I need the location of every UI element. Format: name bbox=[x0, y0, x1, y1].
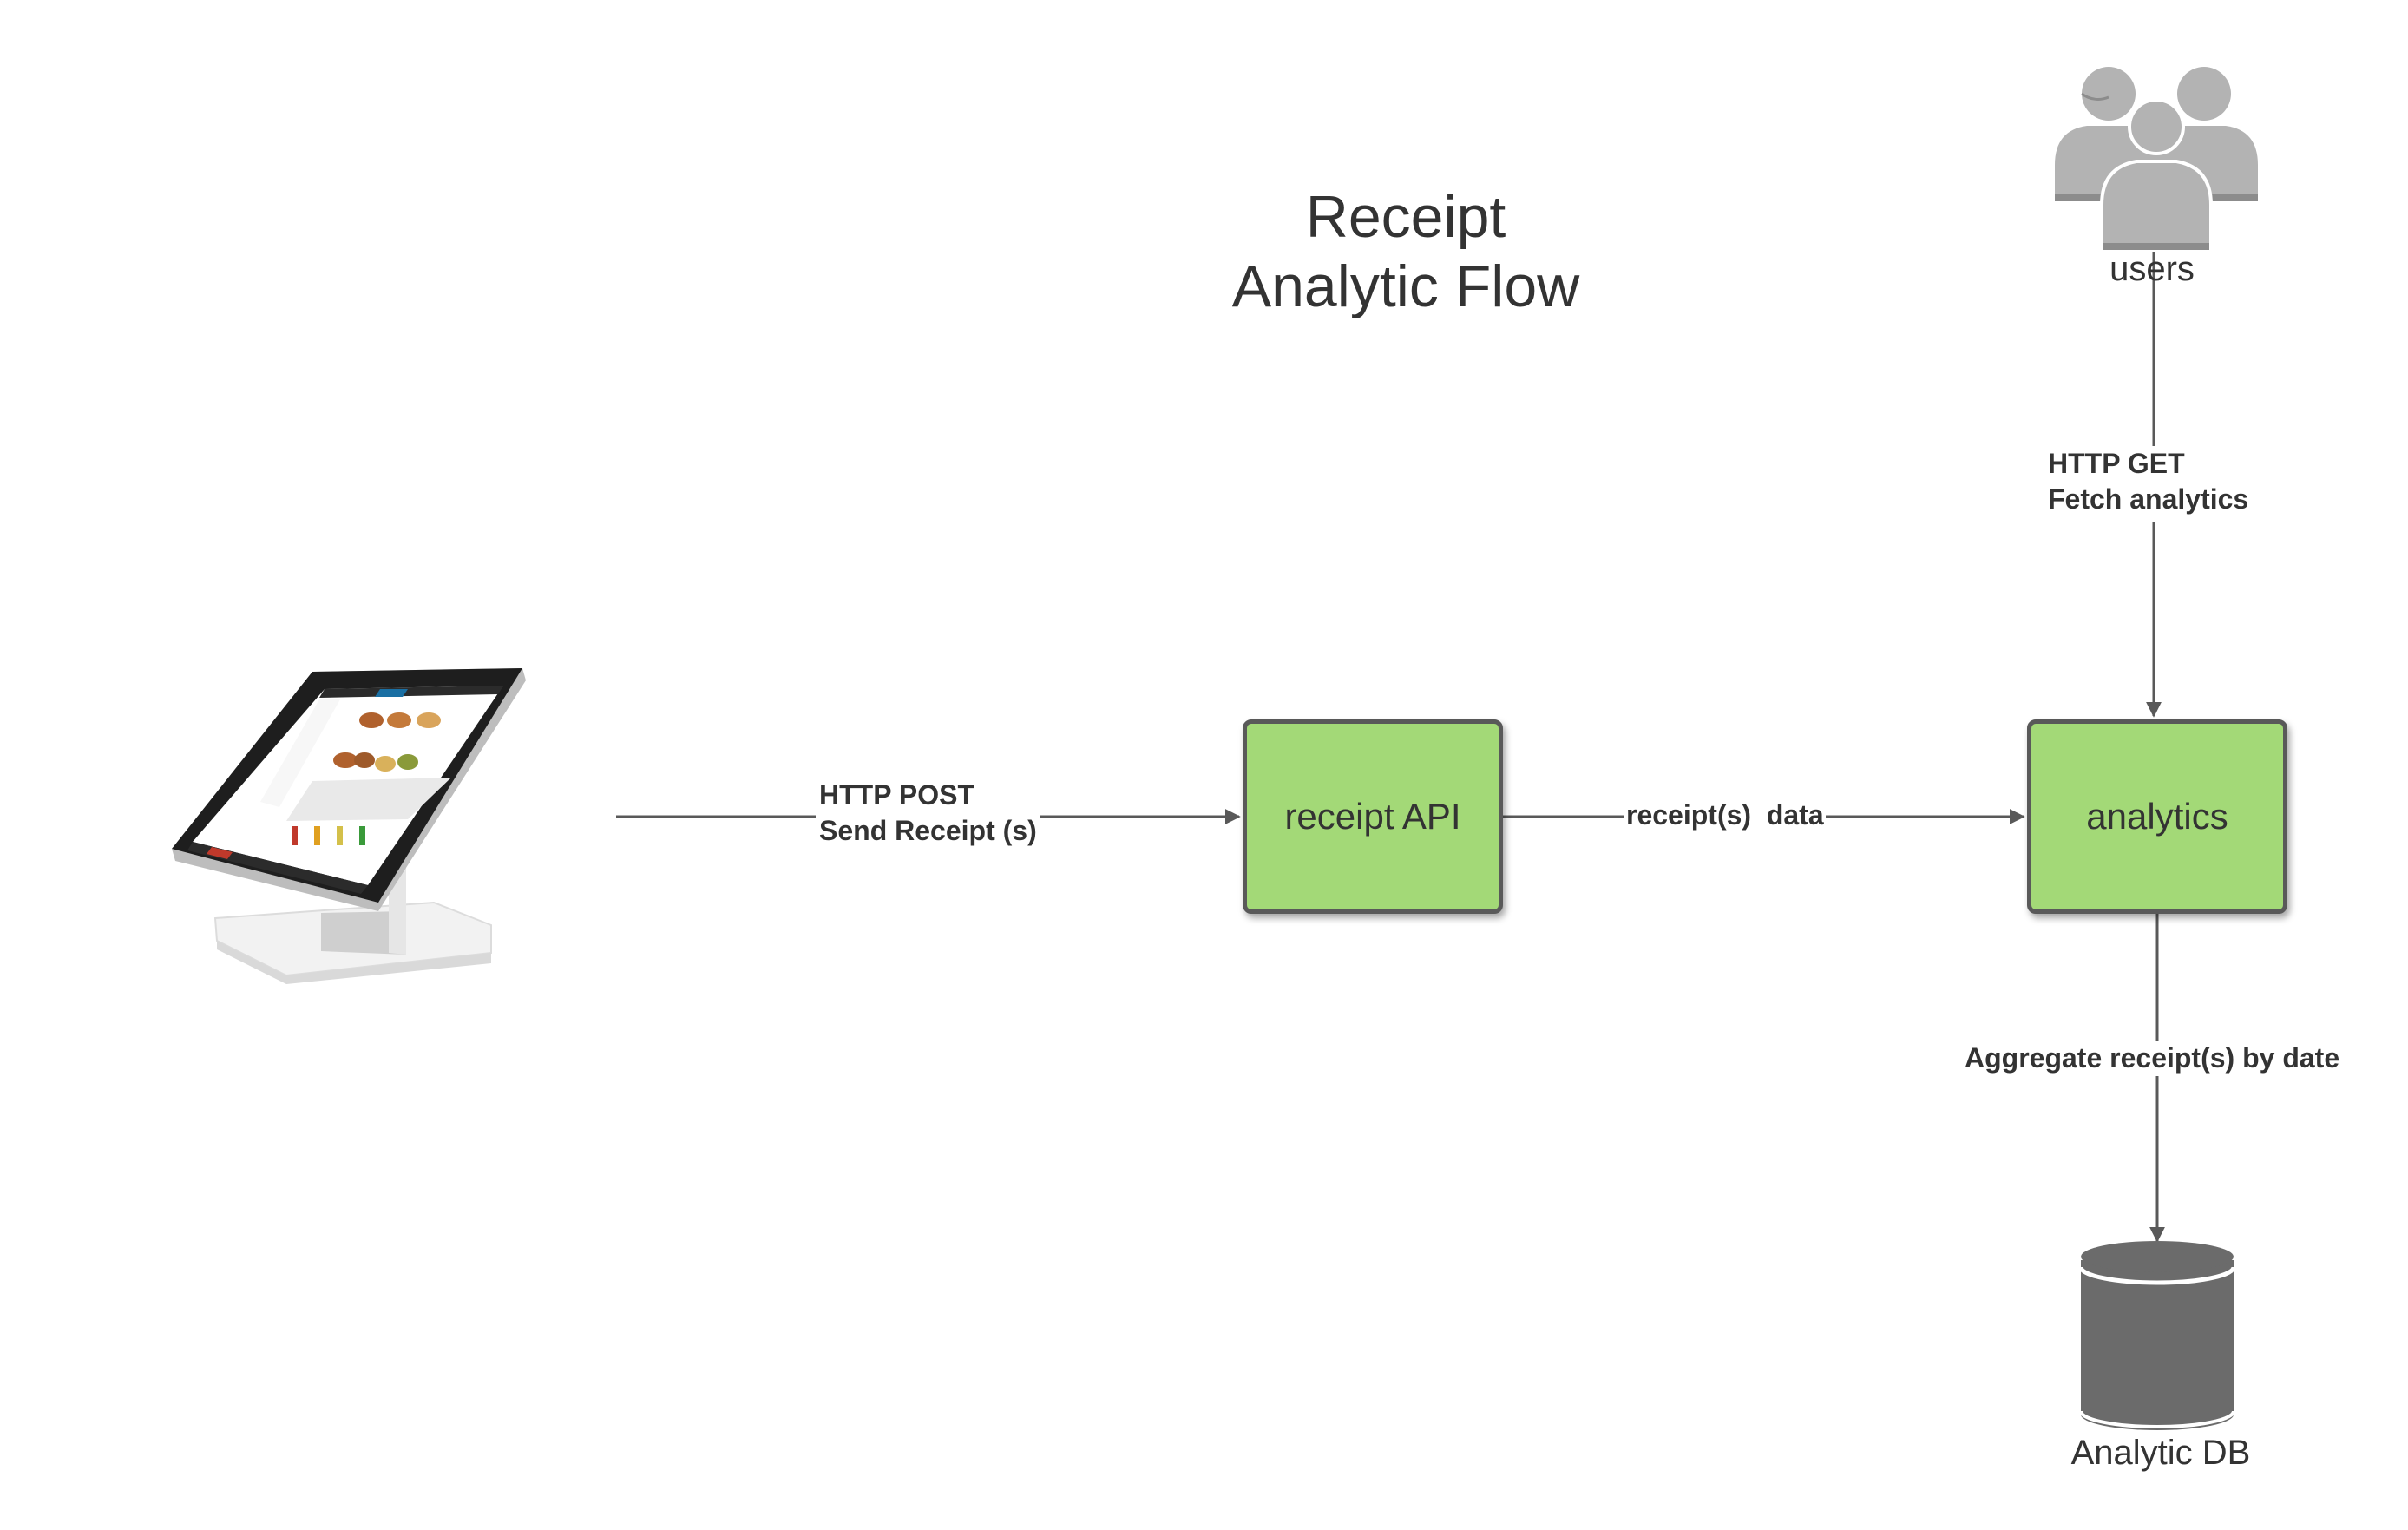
edge-get-label: HTTP GET Fetch analytics bbox=[2044, 446, 2254, 522]
edge-aggregate-label: Aggregate receipt(s) by date bbox=[1959, 1041, 2346, 1076]
database-icon bbox=[2078, 1241, 2236, 1430]
edge-post-line2: Send Receipt (s) bbox=[819, 815, 1037, 846]
receipt-api-label: receipt API bbox=[1284, 796, 1461, 837]
edge-get-line2: Fetch analytics bbox=[2048, 483, 2249, 515]
analytics-node[interactable]: analytics bbox=[2027, 719, 2287, 914]
title-line-2: Analytic Flow bbox=[1231, 253, 1580, 319]
users-icon bbox=[2055, 67, 2258, 252]
edge-get-line1: HTTP GET bbox=[2048, 448, 2185, 479]
pos-terminal-icon bbox=[172, 668, 526, 984]
analytic-db-label: Analytic DB bbox=[2070, 1434, 2251, 1472]
title-line-1: Receipt bbox=[1305, 184, 1506, 250]
edge-post-line1: HTTP POST bbox=[819, 779, 974, 811]
edge-post-label: HTTP POST Send Receipt (s) bbox=[816, 778, 1040, 849]
receipt-api-node[interactable]: receipt API bbox=[1243, 719, 1503, 914]
analytics-label: analytics bbox=[2086, 796, 2228, 837]
edge-data-label: receipt(s) data bbox=[1624, 798, 1826, 833]
diagram-title: Receipt Analytic Flow bbox=[1145, 182, 1666, 321]
users-label: users bbox=[2109, 250, 2195, 288]
